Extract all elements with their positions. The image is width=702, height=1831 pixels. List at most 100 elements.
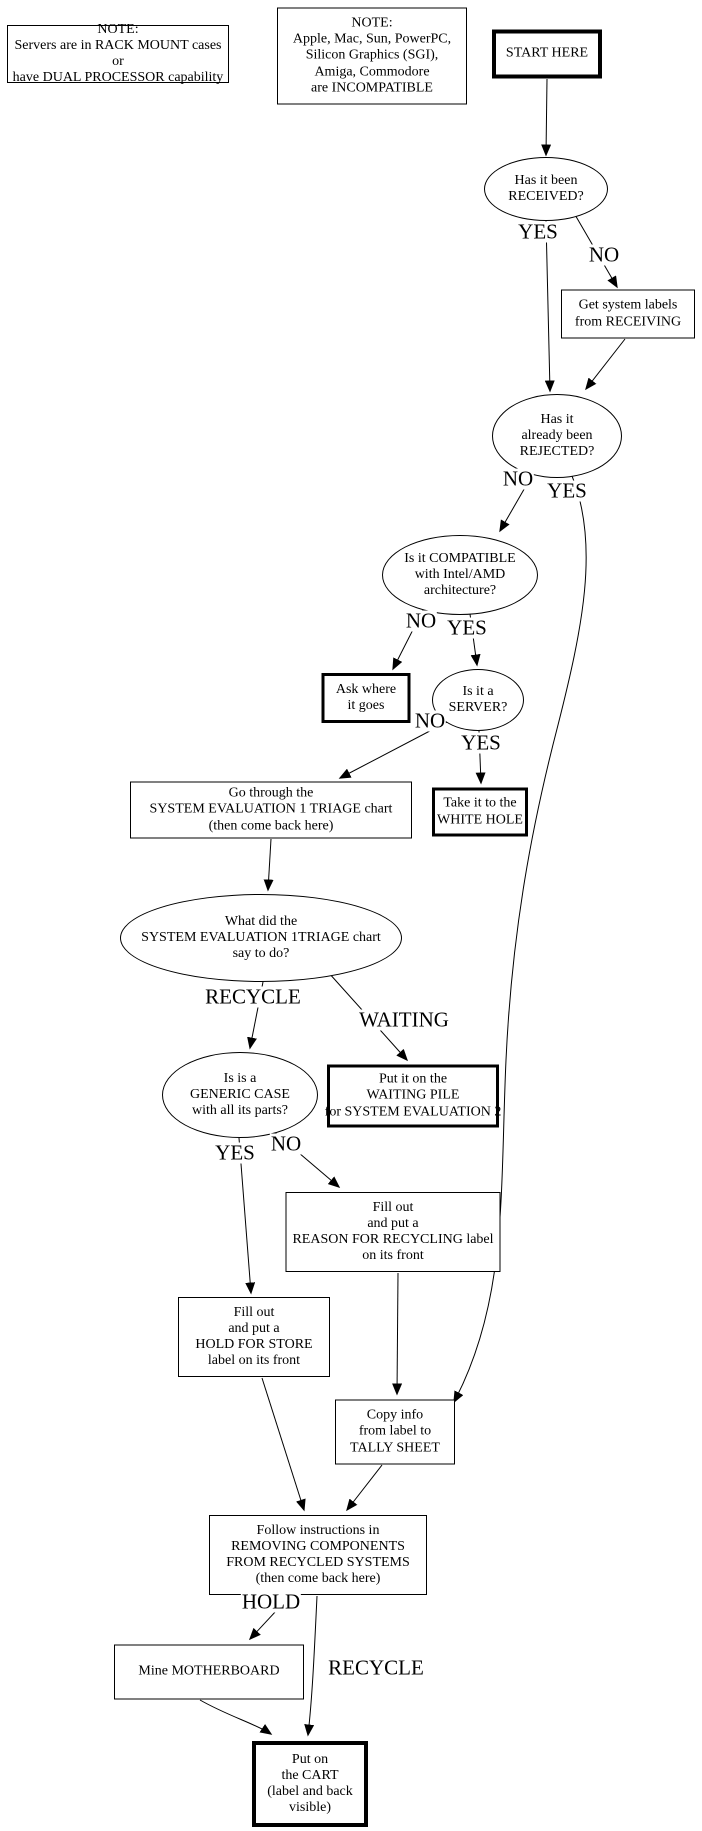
node-has-it-been-received-text-line: RECEIVED?	[508, 189, 584, 204]
node-what-did-triage-say-text-line: SYSTEM EVALUATION 1TRIAGE chart	[141, 929, 381, 945]
node-note-incompatible-text-line: Amiga, Commodore	[314, 64, 430, 80]
node-reason-for-recycling-text-line: on its front	[362, 1248, 424, 1264]
node-already-rejected-text-line: Has it	[540, 411, 574, 427]
node-note-incompatible-text-line: Apple, Mac, Sun, PowerPC,	[292, 31, 452, 47]
edge-label-follow-hold: HOLD	[240, 1589, 302, 1614]
node-go-through-triage-text-line: Go through the	[228, 785, 314, 801]
edge-label-received-yes: YES	[517, 219, 559, 244]
node-copy-info-tally-text-line: from label to	[358, 1423, 432, 1439]
node-what-did-triage-say-text-line: say to do?	[232, 946, 290, 962]
edge-gothrough-to-whatdid	[263, 838, 274, 892]
node-waiting-pile-text-line: Put it on the	[378, 1071, 448, 1087]
edge-label-follow-recycle: RECYCLE	[327, 1655, 425, 1680]
edge-label-triage-recycle: RECYCLE	[204, 984, 302, 1009]
edge-received-yes-to-rejected	[544, 220, 555, 393]
node-put-on-cart-text-line: Put on	[291, 1751, 329, 1767]
node-ask-where-it-goes-text-line: Ask where	[335, 681, 397, 697]
node-get-system-labels-text-line: from RECEIVING	[574, 314, 682, 329]
node-already-rejected-text-line: REJECTED?	[519, 444, 595, 460]
node-is-compatible-text-line: architecture?	[423, 583, 497, 599]
node-note-rackmount-text-line: NOTE:	[97, 21, 139, 37]
node-get-system-labels-text-line: Get system labels	[578, 297, 678, 313]
edge-label-rejected-no: NO	[501, 466, 535, 491]
edge-copyinfo-to-follow	[346, 1464, 383, 1512]
node-put-on-cart-text-line: the CART	[281, 1767, 339, 1783]
node-follow-removing-components-text-line: Follow instructions in	[256, 1522, 380, 1538]
node-go-through-triage-text-line: SYSTEM EVALUATION 1 TRIAGE chart	[149, 801, 393, 817]
node-waiting-pile-text-line: for SYSTEM EVALUATION 2	[324, 1104, 502, 1120]
node-mine-motherboard-text-line: Mine MOTHERBOARD	[138, 1663, 280, 1679]
node-note-rackmount-text-line: have DUAL PROCESSOR capability	[12, 70, 224, 86]
node-waiting-pile-text-line: WAITING PILE	[366, 1087, 460, 1103]
edge-holdstore-to-follow	[261, 1377, 306, 1512]
node-note-incompatible: NOTE:Apple, Mac, Sun, PowerPC,Silicon Gr…	[277, 7, 467, 105]
node-hold-for-store-text-line: and put a	[228, 1320, 280, 1336]
edge-getlabels-to-rejected	[585, 338, 626, 391]
node-go-through-triage-text-line: (then come back here)	[208, 818, 334, 834]
node-note-rackmount-text-line: Servers are in RACK MOUNT cases	[14, 37, 222, 53]
node-follow-removing-components-text-line: REMOVING COMPONENTS	[231, 1538, 405, 1554]
node-reason-for-recycling-text-line: REASON FOR RECYCLING label	[292, 1232, 494, 1247]
node-has-it-been-received-text-line: Has it been	[514, 172, 578, 188]
node-generic-case-text-line: GENERIC CASE	[190, 1086, 290, 1102]
edge-label-compatible-no: NO	[404, 608, 438, 633]
node-generic-case-text-line: Is is a	[223, 1070, 257, 1086]
edge-reason-to-copyinfo	[392, 1272, 403, 1396]
edge-label-generic-yes: YES	[214, 1140, 256, 1165]
node-start-here-text-line: START HERE	[505, 45, 589, 61]
node-copy-info-tally-text-line: TALLY SHEET	[350, 1440, 440, 1456]
node-note-rackmount-text-line: or	[112, 54, 124, 69]
node-white-hole-text-line: WHITE HOLE	[437, 812, 523, 827]
node-generic-case-text-line: with all its parts?	[191, 1103, 289, 1119]
node-is-compatible-text-line: with Intel/AMD	[414, 566, 506, 582]
node-put-on-cart-text-line: (label and back	[267, 1784, 353, 1799]
edge-label-received-no: NO	[587, 242, 621, 267]
node-start-here: START HERE	[492, 29, 602, 79]
edge-label-rejected-yes: YES	[546, 478, 588, 503]
node-note-incompatible-text-line: NOTE:	[351, 15, 393, 31]
node-mine-motherboard: Mine MOTHERBOARD	[114, 1644, 304, 1700]
node-what-did-triage-say-text-line: What did the	[224, 913, 298, 929]
node-note-incompatible-text-line: are INCOMPATIBLE	[311, 80, 433, 96]
edge-generic-yes-to-holdstore	[238, 1137, 256, 1295]
edge-label-generic-no: NO	[269, 1131, 303, 1156]
edge-label-server-yes: YES	[460, 730, 502, 755]
node-hold-for-store-text-line: HOLD FOR STORE	[195, 1337, 313, 1352]
node-already-rejected-text-line: already been	[521, 427, 593, 443]
edge-label-compatible-yes: YES	[446, 615, 488, 640]
node-note-incompatible-text-line: Silicon Graphics (SGI),	[305, 47, 439, 63]
node-reason-for-recycling-text-line: and put a	[367, 1215, 419, 1231]
node-put-on-cart-text-line: visible)	[289, 1800, 331, 1816]
node-ask-where-it-goes-text-line: it goes	[347, 698, 385, 713]
edge-follow-recycle-to-cart	[304, 1595, 318, 1737]
node-hold-for-store-text-line: Fill out	[233, 1304, 275, 1320]
edge-start-to-received	[541, 78, 552, 157]
node-follow-removing-components-text-line: (then come back here)	[255, 1571, 381, 1587]
edge-label-triage-waiting: WAITING	[358, 1007, 450, 1032]
node-is-compatible-text-line: Is it COMPATIBLE	[404, 550, 516, 566]
node-white-hole-text-line: Take it to the	[443, 795, 517, 811]
edge-mine-to-cart	[199, 1699, 273, 1735]
node-follow-removing-components-text-line: FROM RECYCLED SYSTEMS	[226, 1555, 410, 1570]
node-is-it-a-server-text-line: SERVER?	[448, 700, 508, 715]
node-reason-for-recycling-text-line: Fill out	[372, 1199, 414, 1215]
node-copy-info-tally-text-line: Copy info	[366, 1407, 424, 1423]
node-hold-for-store-text-line: label on its front	[207, 1353, 301, 1369]
node-is-it-a-server-text-line: Is it a	[462, 683, 494, 699]
edge-label-server-no: NO	[413, 708, 447, 733]
